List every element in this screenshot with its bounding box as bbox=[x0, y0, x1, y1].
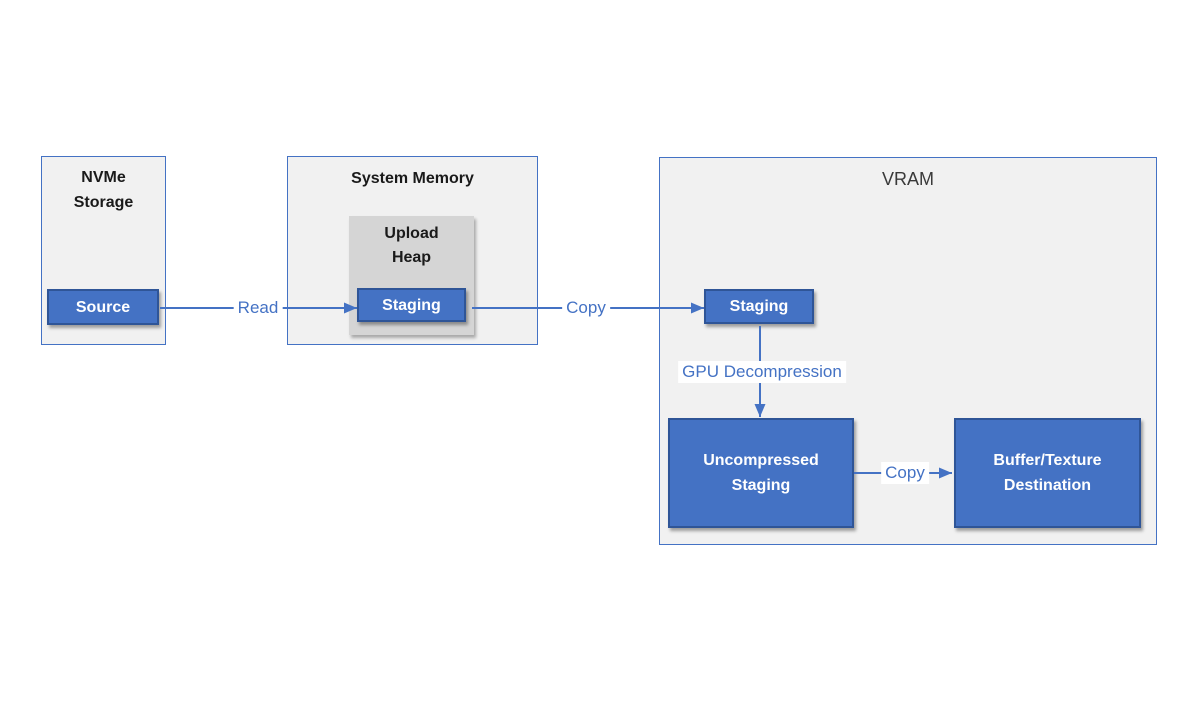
copy-arrow-2-label: Copy bbox=[881, 462, 929, 484]
nvme-storage-container: NVMe Storage Source bbox=[41, 156, 166, 345]
vram-container: VRAM Staging Uncompressed Staging Buffer… bbox=[659, 157, 1157, 545]
nvme-storage-title: NVMe Storage bbox=[73, 169, 134, 211]
uncompressed-staging-label: Uncompressed Staging bbox=[703, 452, 819, 494]
vram-staging-label: Staging bbox=[729, 298, 789, 315]
uncompressed-staging-box: Uncompressed Staging bbox=[668, 418, 854, 528]
gpu-decompression-label: GPU Decompression bbox=[678, 361, 846, 383]
system-staging-label: Staging bbox=[382, 296, 441, 314]
buffer-texture-destination-box: Buffer/Texture Destination bbox=[954, 418, 1141, 528]
source-box: Source bbox=[47, 289, 159, 325]
vram-title: VRAM bbox=[881, 169, 934, 189]
upload-heap-box: Upload Heap Staging bbox=[349, 216, 474, 335]
buffer-texture-destination-label: Buffer/Texture Destination bbox=[993, 452, 1102, 494]
system-memory-container: System Memory Upload Heap Staging bbox=[287, 156, 538, 345]
upload-heap-title: Upload Heap bbox=[384, 225, 439, 266]
source-label: Source bbox=[75, 298, 131, 316]
copy-arrow-1-label: Copy bbox=[562, 297, 610, 319]
system-memory-title: System Memory bbox=[351, 170, 474, 187]
vram-staging-box: Staging bbox=[704, 289, 814, 324]
read-arrow-label: Read bbox=[233, 297, 283, 319]
system-staging-box: Staging bbox=[357, 288, 466, 322]
